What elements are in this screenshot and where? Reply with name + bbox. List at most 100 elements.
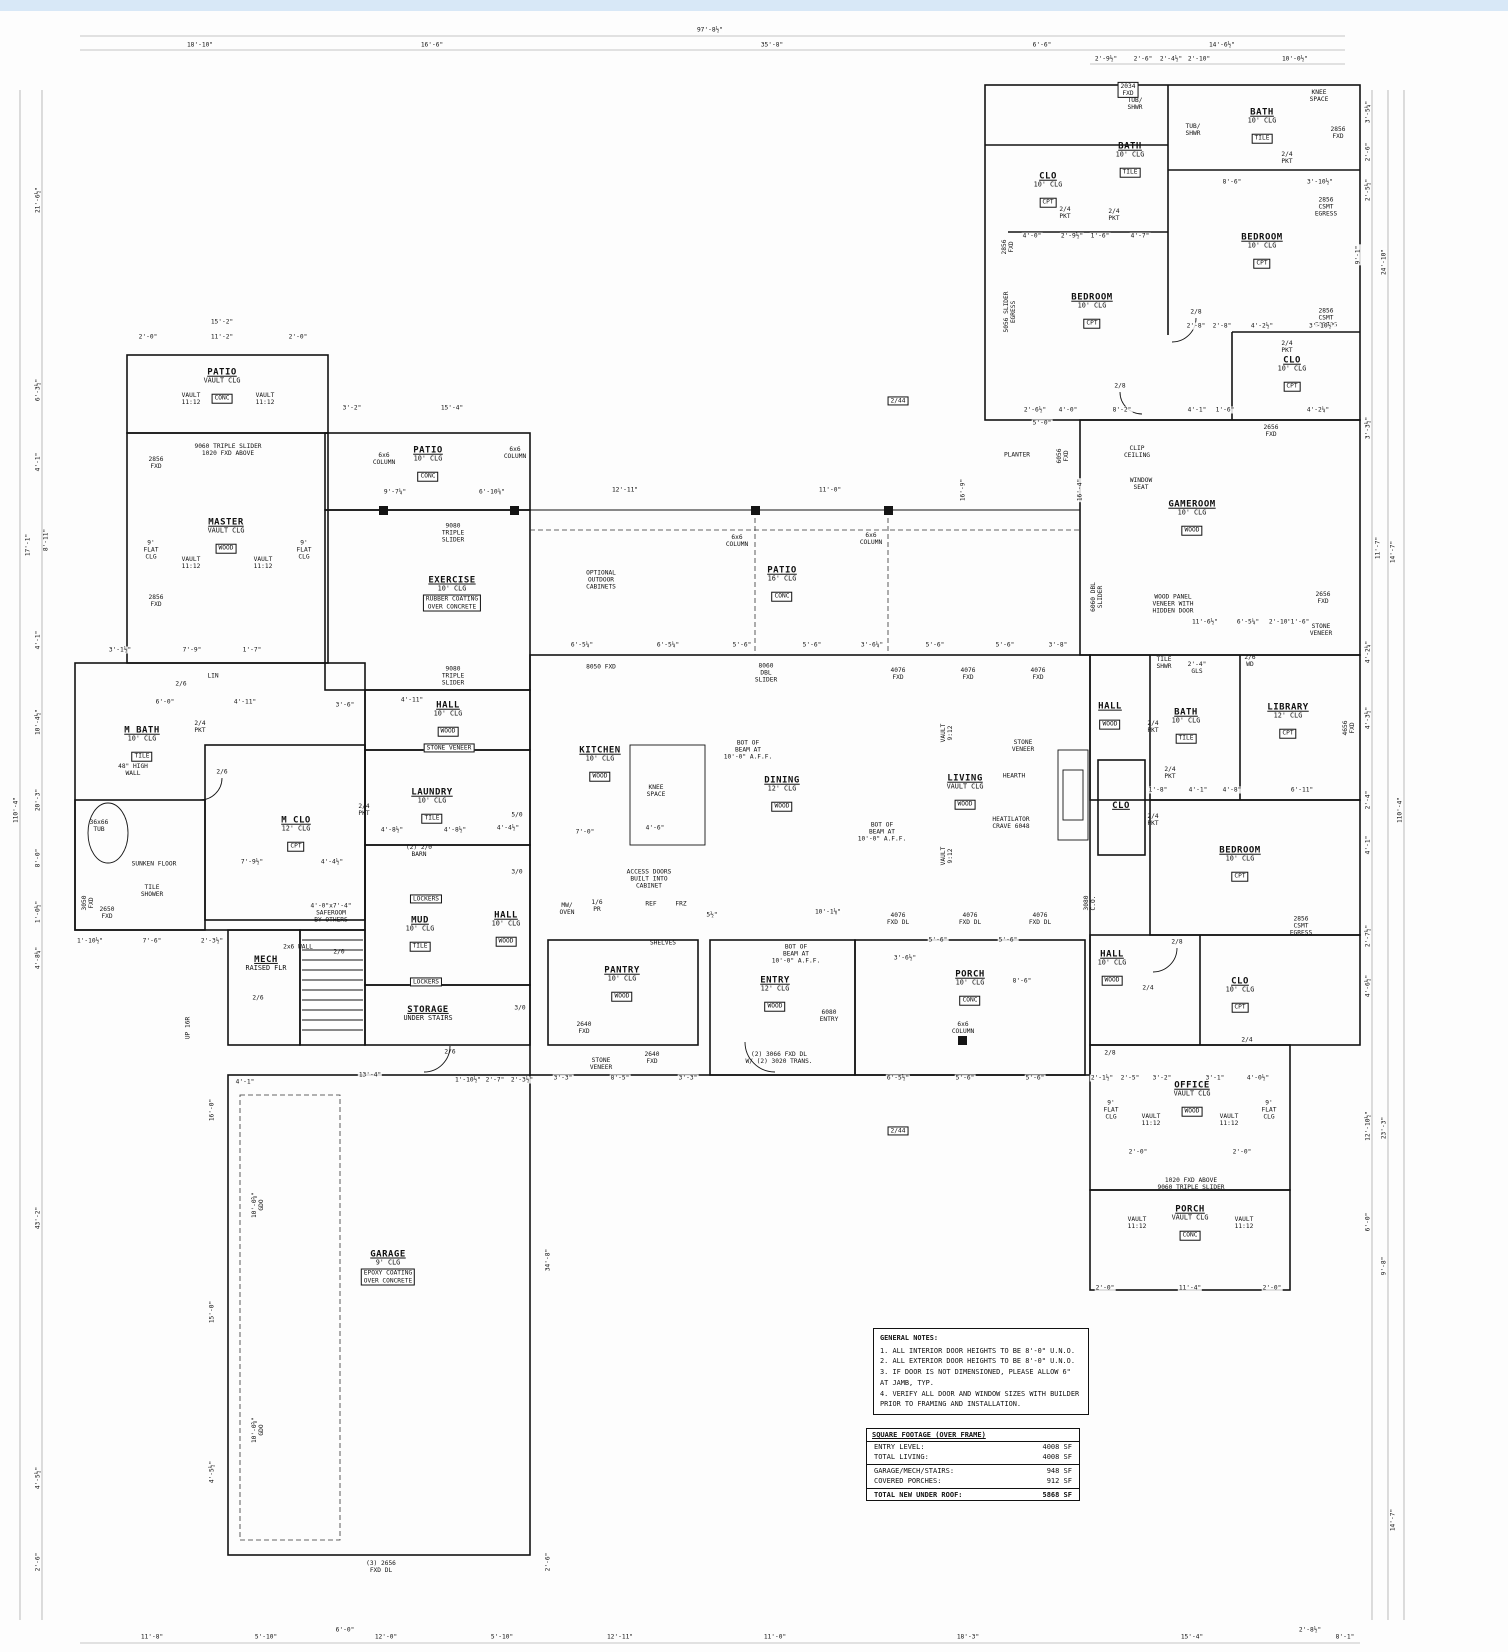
annotation: 2/44 — [887, 396, 909, 406]
dimension: 13'-4" — [357, 1071, 383, 1079]
annotation: 9080 TRIPLE SLIDER — [441, 522, 465, 544]
dimension: 1'-10½" — [453, 1076, 483, 1084]
dimension: 4'-1" — [1186, 406, 1208, 414]
room-name: BATH — [1174, 707, 1198, 718]
room-ceiling: VAULT CLG — [1173, 1090, 1211, 1099]
dimension: 11'-8" — [139, 1633, 165, 1641]
square-footage-row: COVERED PORCHES:912 SF — [867, 1476, 1079, 1486]
annotation: LIN — [207, 672, 219, 680]
annotation: 4076 FXD DL — [886, 911, 910, 926]
dimension: 4'-3½" — [1364, 705, 1372, 731]
dimension: 2'-9½" — [1093, 55, 1119, 63]
dimension: 8'-2" — [1111, 406, 1133, 414]
annotation: 4'-0"x7'-4" SAFEROOM BY OTHERS — [310, 902, 352, 924]
annotation: OPTIONAL OUTDOOR CABINETS — [586, 569, 616, 591]
dimension: 7'-6" — [141, 937, 163, 945]
dimension: 8'-1" — [1334, 1633, 1356, 1641]
annotation: 2/8 — [1114, 382, 1126, 390]
room-name: BATH — [1250, 107, 1274, 118]
window-top-strip — [0, 0, 1508, 11]
dimension: 4'-0" — [1021, 232, 1043, 240]
room-name: M BATH — [124, 725, 160, 736]
square-footage-row: GARAGE/MECH/STAIRS:948 SF — [867, 1464, 1079, 1476]
dimension: 17'-1" — [24, 532, 32, 558]
room-floor-finish: CONC — [211, 393, 233, 404]
annotation: REF — [645, 900, 657, 908]
annotation: 2856 CSMT EGRESS — [1314, 196, 1338, 218]
dimension: 2'-6" — [1364, 141, 1372, 163]
room-floor-finish: WOOD — [437, 726, 459, 737]
annotation: 2/4 PKT — [1147, 812, 1159, 827]
annotation: 1/6 PR — [591, 898, 603, 913]
general-note-item: 1. ALL INTERIOR DOOR HEIGHTS TO BE 8'-0"… — [880, 1346, 1075, 1355]
room-floor-finish: CPT — [1039, 197, 1057, 208]
annotation: BOT OF BEAM AT 10'-0" A.F.F. — [723, 739, 773, 761]
room-floor-finish: WOOD — [1099, 719, 1121, 730]
dimension: 2'-6½" — [1022, 406, 1048, 414]
sf-label: TOTAL NEW UNDER ROOF: — [874, 1491, 963, 1499]
dimension: 4'-11" — [399, 696, 425, 704]
room-ceiling: VAULT CLG — [1171, 1214, 1209, 1223]
dimension: 24'-10" — [1380, 247, 1388, 277]
dimension: 6'-0" — [1364, 1211, 1372, 1233]
dimension: 3'-3" — [677, 1074, 699, 1082]
annotation: 6x6 COLUMN — [951, 1020, 975, 1035]
dimension: 2'-1½" — [1089, 1074, 1115, 1082]
room-ceiling: 10' CLG — [405, 925, 435, 934]
annotation: 3080 C.O. — [1082, 895, 1097, 911]
dimension: 12'-0" — [373, 1633, 399, 1641]
annotation: 2/4 PKT — [194, 719, 206, 734]
dimension: 2'-0" — [287, 333, 309, 341]
room-name: STORAGE — [407, 1004, 449, 1015]
annotation: SUNKEN FLOOR — [131, 860, 177, 868]
annotation: 2656 FXD — [1315, 590, 1331, 605]
room-label-clo-living: CLO — [1112, 801, 1130, 811]
room-ceiling: 10' CLG — [413, 455, 443, 464]
annotation: (2) 2/0 BARN — [405, 843, 433, 858]
dimension: 1'-6" — [1289, 618, 1311, 626]
annotation: 5056 SLIDER EGRESS — [1002, 291, 1017, 333]
dimension: 4'-1" — [1364, 834, 1372, 856]
annotation: STONE VENEER — [1309, 622, 1333, 637]
dimension: 2'-4" — [1364, 789, 1372, 811]
dimension: 9'-7¼" — [382, 488, 408, 496]
annotation: LOCKERS — [409, 977, 443, 987]
room-floor-finish: CPT — [1083, 318, 1101, 329]
dimension: 9'-8" — [1380, 1255, 1388, 1277]
annotation: 4076 FXD DL — [958, 911, 982, 926]
room-floor-finish: WOOD — [589, 771, 611, 782]
room-name: BEDROOM — [1219, 845, 1261, 856]
dimension: 18'-10" — [185, 41, 215, 49]
room-ceiling: 10' CLG — [955, 979, 985, 988]
room-name: HALL — [1100, 949, 1124, 960]
annotation: 2'-4" GLS — [1187, 660, 1207, 675]
dimension: 2'-0" — [1094, 1284, 1116, 1292]
dimension: 14'-6½" — [1207, 41, 1237, 49]
dimension: 3'-1½" — [107, 646, 133, 654]
annotation: STONE VENEER — [589, 1056, 613, 1071]
annotation: VAULT 11:12 — [1141, 1112, 1161, 1127]
annotation: 10'-0⅝" GDO — [250, 1416, 265, 1444]
annotation: 2/4 — [1142, 984, 1154, 992]
annotation: ACCESS DOORS BUILT INTO CABINET — [626, 868, 672, 890]
general-note-item: 2. ALL EXTERIOR DOOR HEIGHTS TO BE 8'-0"… — [880, 1357, 1075, 1366]
room-ceiling: 12' CLG — [281, 825, 311, 834]
dimension: 14'-7" — [1389, 539, 1397, 565]
room-ceiling: 10' CLG — [1225, 986, 1255, 995]
room-ceiling: 10' CLG — [1033, 181, 1063, 190]
sf-value: 5868 SF — [1042, 1491, 1072, 1499]
dimension: 2'-8½" — [1297, 1626, 1323, 1634]
annotation: HEARTH — [1002, 772, 1026, 780]
room-ceiling: 10' CLG — [1115, 151, 1145, 160]
annotation: 6x6 COLUMN — [372, 451, 396, 466]
room-floor-finish: CPT — [1231, 871, 1249, 882]
annotation: 2/4 PKT — [1059, 205, 1071, 220]
